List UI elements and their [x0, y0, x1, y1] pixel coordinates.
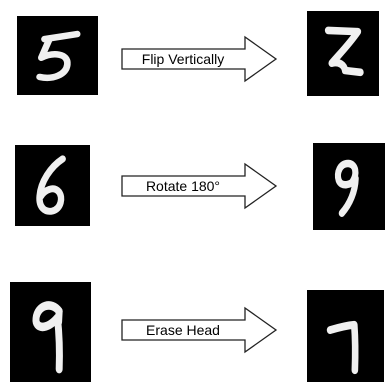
digit-9-drawing — [334, 159, 359, 217]
digit-6-drawing — [36, 155, 66, 215]
arrow-shape — [121, 35, 278, 83]
digit-7-drawing — [326, 320, 359, 375]
digit-2-drawing — [324, 26, 364, 77]
result-digit-image-3 — [307, 290, 384, 382]
operation-label: Rotate 180° — [145, 178, 221, 194]
source-digit-image-3 — [10, 282, 91, 382]
operation-label: Flip Vertically — [141, 51, 225, 67]
result-digit-image-1 — [307, 11, 379, 96]
operation-arrow-3: Erase Head — [121, 306, 278, 354]
source-digit-image-1 — [17, 16, 98, 95]
operation-label: Erase Head — [146, 322, 220, 338]
digit-5-drawing — [36, 30, 81, 81]
result-digit-image-2 — [313, 143, 385, 230]
arrow-shape — [121, 306, 278, 354]
source-digit-image-2 — [15, 145, 90, 226]
digit-9-drawing — [32, 301, 63, 374]
operation-arrow-2: Rotate 180° — [121, 162, 278, 210]
operation-arrow-1: Flip Vertically — [121, 35, 278, 83]
arrow-shape — [121, 162, 278, 210]
